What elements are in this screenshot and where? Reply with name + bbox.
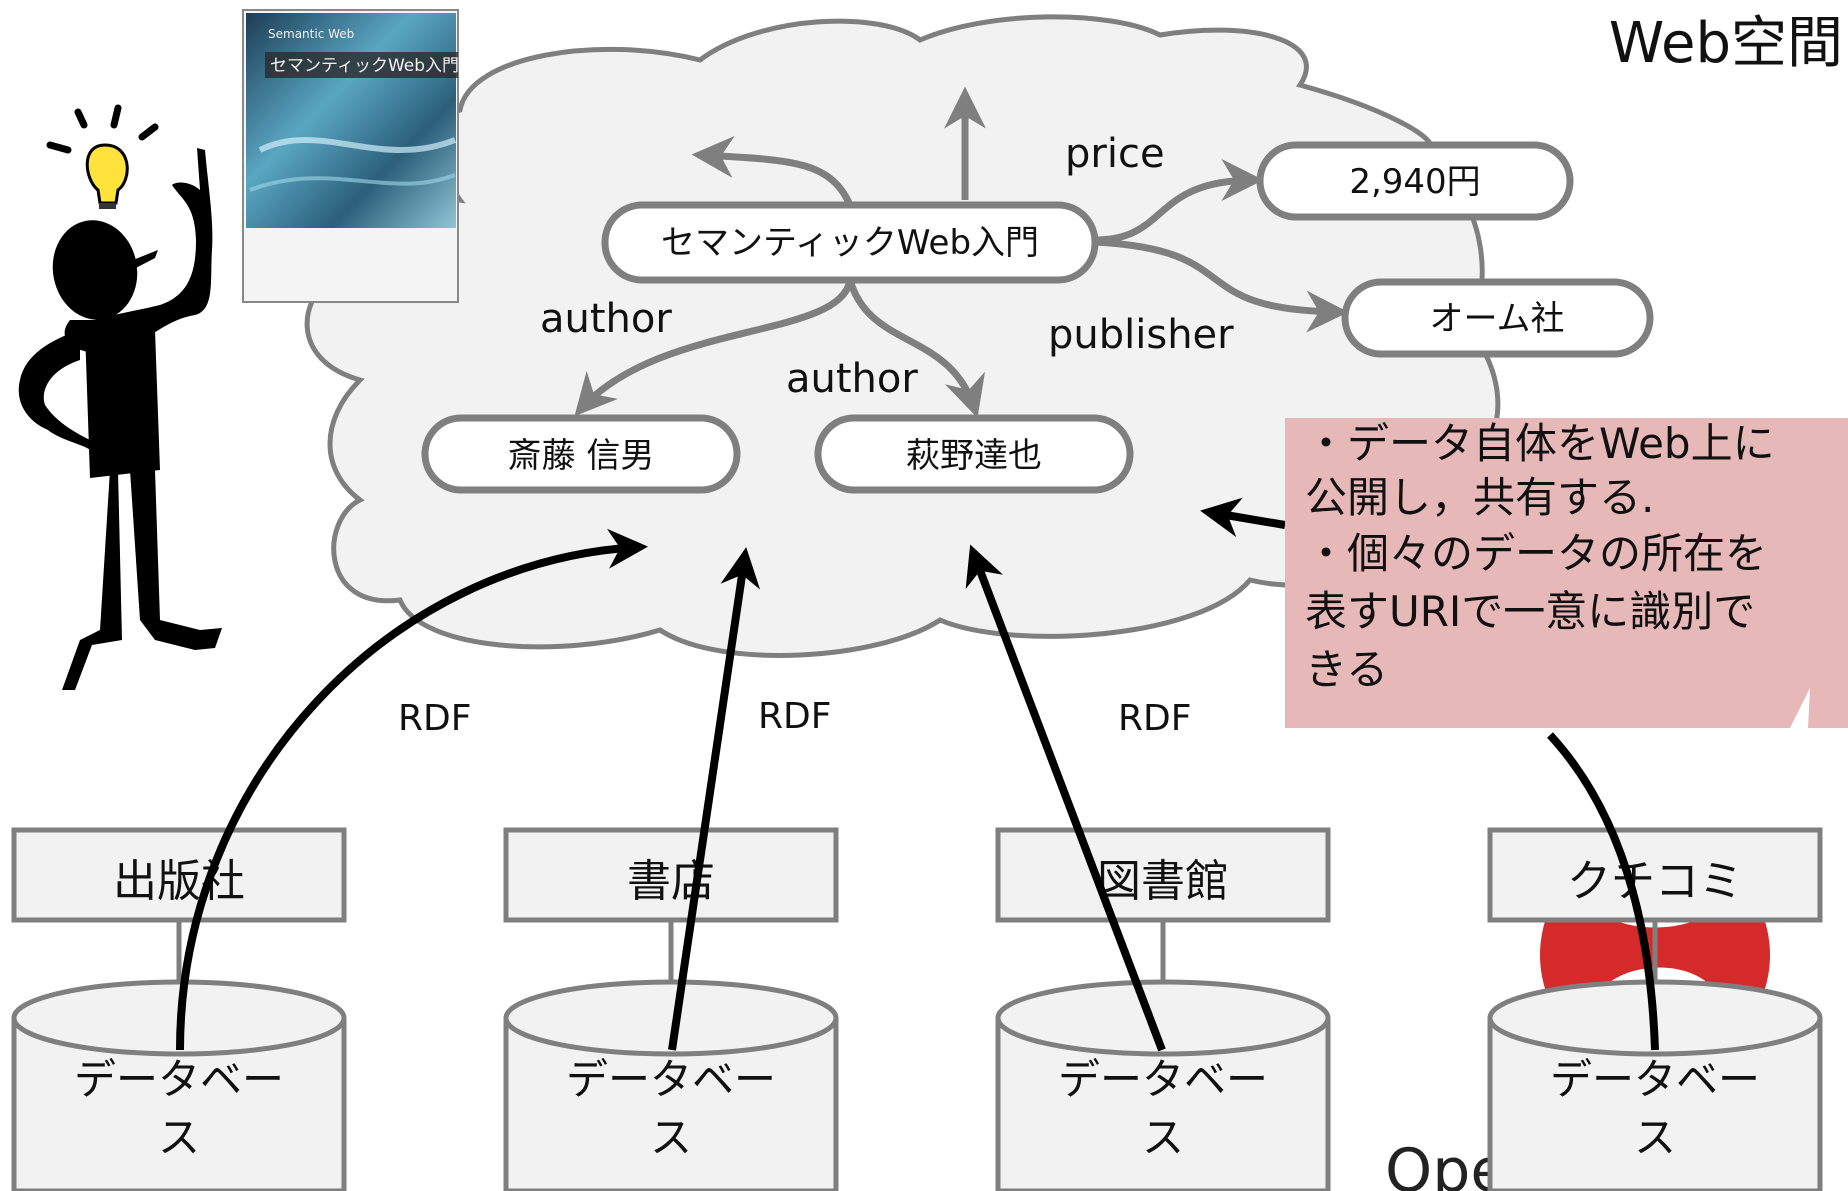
- callout-line-2: 公開し，共有する.: [1305, 473, 1654, 522]
- database-library-label-1: データベー: [1058, 1055, 1268, 1104]
- rdf-label-1: RDF: [398, 698, 471, 739]
- source-kuchikomi-label: クチコミ: [1567, 856, 1743, 907]
- arrow-callout: [1200, 497, 1286, 538]
- book-cover-image: Semantic Web セマンティックWeb入門: [242, 9, 459, 303]
- database-library-label-2: ス: [1142, 1113, 1184, 1162]
- edge-book-up-left: [691, 135, 854, 207]
- page-title: Web空間: [1609, 11, 1843, 76]
- book-cover-title: セマンティックWeb入門: [270, 56, 459, 76]
- node-price-label: 2,940円: [1349, 162, 1480, 202]
- callout-line-3: ・個々のデータの所在を: [1305, 529, 1767, 578]
- source-kuchikomi: クチコミ: [1487, 827, 1823, 985]
- database-bookstore: データベー ス: [503, 979, 839, 1191]
- callout-line-1: ・データ自体をWeb上に: [1305, 419, 1775, 468]
- callout-line-4: 表すURIで一意に識別で: [1305, 587, 1755, 636]
- edge-label-author-right: author: [786, 356, 918, 402]
- database-kuchikomi-label-2: ス: [1634, 1113, 1676, 1162]
- arrow-publisher-db: [176, 528, 648, 1051]
- edge-author-left: [574, 279, 854, 417]
- source-publisher: 出版社: [11, 827, 347, 985]
- node-publisher-label: オーム社: [1430, 299, 1565, 339]
- database-publisher-label-2: ス: [158, 1113, 200, 1162]
- node-book: セマンティックWeb入門: [601, 201, 1099, 284]
- callout-box: ・データ自体をWeb上に 公開し，共有する. ・個々のデータの所在を 表すURI…: [1285, 418, 1848, 728]
- node-publisher: オーム社: [1341, 278, 1654, 358]
- callout-line-5: きる: [1305, 645, 1388, 694]
- arrow-kuchikomi-db: [1547, 732, 1659, 1051]
- book-cover-overline: Semantic Web: [268, 27, 354, 41]
- arrow-library-db: [965, 544, 1166, 1052]
- rdf-label-3: RDF: [1118, 698, 1191, 739]
- database-kuchikomi-label-1: データベー: [1550, 1055, 1760, 1104]
- edge-label-publisher: publisher: [1048, 312, 1234, 358]
- database-bookstore-label-2: ス: [650, 1113, 692, 1162]
- rdf-graph-edges: [574, 86, 1349, 419]
- edge-author-right: [846, 279, 985, 419]
- edge-publisher: [1094, 238, 1349, 333]
- node-price: 2,940円: [1256, 141, 1574, 221]
- node-book-label: セマンティックWeb入門: [661, 223, 1039, 263]
- database-publisher: データベー ス: [11, 979, 347, 1191]
- node-author1: 斎藤 信男: [421, 414, 741, 494]
- source-publisher-label: 出版社: [113, 856, 245, 907]
- node-author2-label: 萩野達也: [906, 436, 1042, 476]
- edge-label-price: price: [1065, 131, 1165, 177]
- lightbulb-icon: [85, 143, 129, 209]
- rdf-label-2: RDF: [758, 696, 831, 737]
- node-author2: 萩野達也: [814, 414, 1134, 494]
- source-library-label: 図書館: [1097, 856, 1229, 907]
- database-bookstore-label-1: データベー: [566, 1055, 776, 1104]
- source-library: 図書館: [995, 827, 1331, 985]
- node-author1-label: 斎藤 信男: [508, 436, 655, 476]
- database-publisher-label-1: データベー: [74, 1055, 284, 1104]
- database-library: データベー ス: [995, 979, 1331, 1191]
- thinking-person-figure: [18, 104, 222, 690]
- edge-label-author-left: author: [540, 296, 672, 342]
- arrow-bookstore-db: [668, 547, 761, 1051]
- rdf-publish-arrows: [176, 497, 1659, 1052]
- database-kuchikomi: データベー ス: [1487, 979, 1823, 1191]
- source-bookstore: 書店: [503, 827, 839, 985]
- edge-price: [1094, 159, 1264, 244]
